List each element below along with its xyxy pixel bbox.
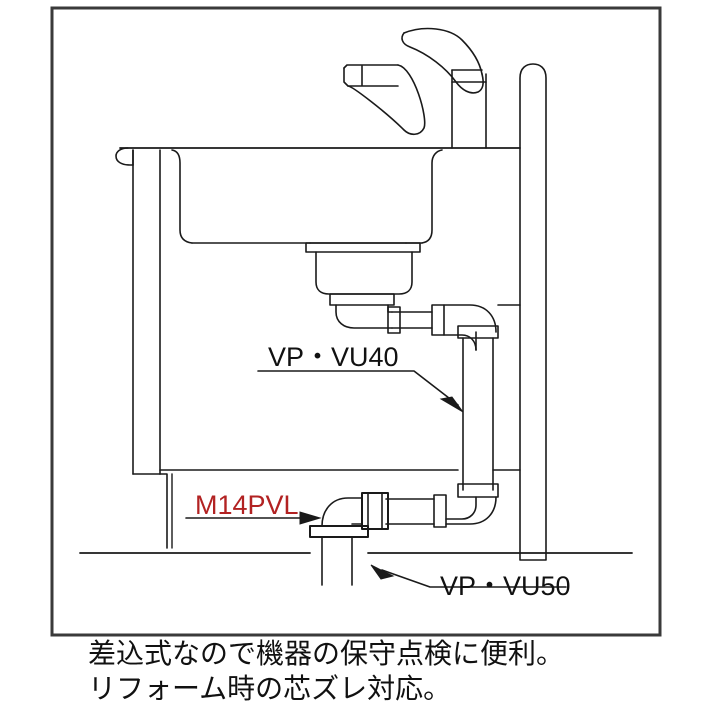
cabinet-side-panel <box>132 149 161 475</box>
coupling-lower-right <box>433 494 447 528</box>
label-part-callout: M14PVL <box>195 490 299 520</box>
caption-line-1: 差込式なので機器の保守点検に便利。 <box>88 637 565 670</box>
arrowhead-lower-pipe <box>370 564 395 580</box>
caption-line-2: リフォーム時の芯ズレ対応。 <box>88 672 452 705</box>
faucet-body <box>451 69 487 149</box>
wall-panel-right <box>519 63 547 561</box>
elbow-lower-left <box>309 497 369 538</box>
label-upper-pipe: VP・VU40 <box>268 342 399 372</box>
cabinet-front-line <box>159 473 173 549</box>
diagram-frame <box>50 6 662 637</box>
label-lower-pipe: VP・VU50 <box>440 571 571 601</box>
cabinet-back-line <box>159 304 521 471</box>
drain-strainer <box>305 242 421 306</box>
hex-nut-fitting <box>361 492 389 530</box>
coupling-upper-right <box>431 304 445 336</box>
arrowhead-part-callout <box>299 511 322 525</box>
arrowhead-upper-pipe <box>439 396 464 413</box>
caption-block: 差込式なので機器の保守点検に便利。 リフォーム時の芯ズレ対応。 <box>88 636 688 706</box>
elbow-lower-right <box>445 496 497 525</box>
coupling-upper <box>387 306 401 334</box>
floor-drain-stub <box>321 536 353 586</box>
faucet-spout <box>343 64 426 136</box>
horizontal-pipe-lower <box>385 498 435 525</box>
vertical-drop-pipe <box>457 337 499 498</box>
leader-line-lower-pipe <box>381 569 567 588</box>
horizontal-pipe-upper <box>391 311 433 329</box>
leader-line-upper-pipe <box>257 370 459 406</box>
elbow-upper-right <box>443 304 499 351</box>
